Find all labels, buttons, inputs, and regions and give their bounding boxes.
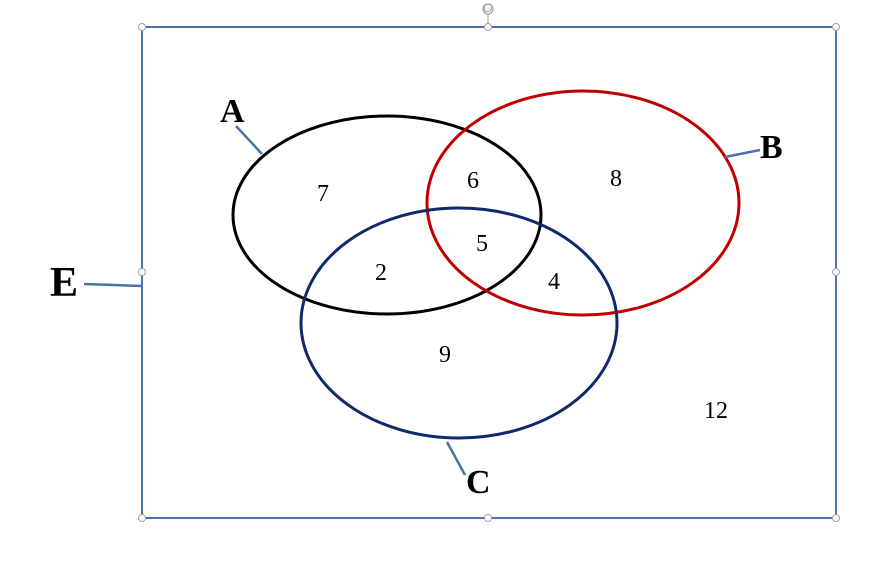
set-c-ellipse[interactable] bbox=[299, 206, 619, 440]
outside-value: 12 bbox=[704, 398, 728, 424]
leader-line-c bbox=[445, 441, 467, 476]
resize-handle-top-middle[interactable] bbox=[484, 23, 492, 31]
leader-line-e bbox=[83, 282, 143, 288]
region-a-only-value: 7 bbox=[317, 181, 329, 207]
region-a-b-c-value: 5 bbox=[476, 231, 488, 257]
resize-handle-top-right[interactable] bbox=[832, 23, 840, 31]
region-c-only-value: 9 bbox=[439, 342, 451, 368]
resize-handle-bottom-middle[interactable] bbox=[484, 514, 492, 522]
set-c-label: C bbox=[466, 464, 491, 501]
region-a-b-value: 6 bbox=[467, 168, 479, 194]
set-b-label: B bbox=[760, 129, 783, 166]
leader-line-a bbox=[235, 125, 263, 155]
universe-frame[interactable] bbox=[141, 26, 837, 519]
resize-handle-bottom-left[interactable] bbox=[138, 514, 146, 522]
universe-label: E bbox=[50, 260, 78, 306]
resize-handle-bottom-right[interactable] bbox=[832, 514, 840, 522]
resize-handle-middle-right[interactable] bbox=[832, 268, 840, 276]
region-b-c-value: 4 bbox=[548, 269, 560, 295]
leader-line-b bbox=[724, 148, 761, 159]
set-b-ellipse[interactable] bbox=[425, 89, 741, 317]
region-b-only-value: 8 bbox=[610, 166, 622, 192]
resize-handle-top-left[interactable] bbox=[138, 23, 146, 31]
resize-handle-middle-left[interactable] bbox=[138, 268, 146, 276]
rotation-arrow-icon bbox=[483, 5, 492, 13]
set-a-label: A bbox=[220, 93, 245, 130]
region-a-c-value: 2 bbox=[375, 260, 387, 286]
set-a-ellipse[interactable] bbox=[231, 114, 543, 316]
